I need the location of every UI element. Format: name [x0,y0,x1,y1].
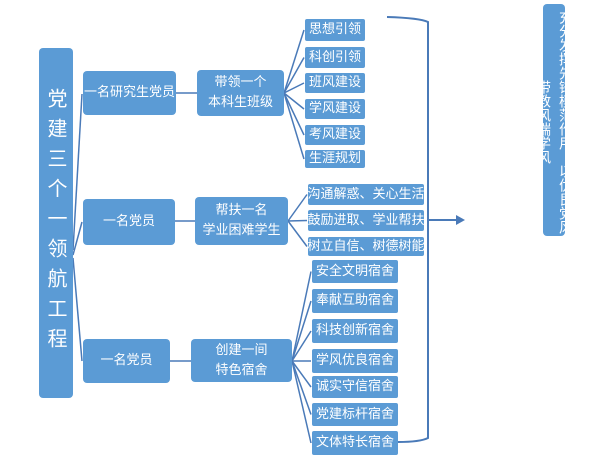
leaf-item: 鼓励进取、学业帮扶 [308,210,425,231]
leaf-item: 树立自信、树德树能 [308,237,425,256]
leaf-item: 文体特长宿舍 [312,431,398,455]
connector-line [291,360,312,415]
branch-member-2: 一名党员 [83,199,175,245]
connector-line [287,219,308,222]
connector-line [291,360,312,388]
leaf-item: 奉献互助宿舍 [312,289,398,313]
connector-line [291,330,312,362]
leaf-item: 学风优良宿舍 [312,349,398,373]
connector-line [283,92,305,136]
leaf-item: 思想引领 [305,19,365,41]
root-box: 党建三个一领航工程 [39,48,73,398]
leaf-item: 班风建设 [305,73,365,93]
branch-graduate-member: 一名研究生党员 [83,71,176,115]
leaf-item: 党建标杆宿舍 [312,403,398,426]
connector-line [287,220,308,247]
task-help-student: 帮扶一名 学业困难学生 [195,197,288,245]
leaf-item: 科创引领 [305,47,365,68]
task-line: 创建一间 [215,342,268,358]
connector-line [283,82,305,94]
task-line: 特色宿舍 [215,362,268,378]
connector-line [291,360,312,444]
connector-line [283,57,305,94]
leaf-item: 学风建设 [305,99,365,119]
leaf-item: 生涯规划 [305,150,365,168]
task-line: 带领一个 [214,75,267,90]
outcome-box: 充分发挥先锋模范作用，以优良党风带教风端学风 [535,4,573,236]
leaf-item: 考风建设 [305,125,365,145]
task-line: 帮扶一名 [215,203,268,218]
task-lead-class: 带领一个 本科生班级 [197,70,284,116]
task-line: 学业困难学生 [202,223,281,238]
connector-line [291,300,312,362]
leaf-item: 诚实守信宿舍 [312,376,398,398]
connector-line [283,29,305,94]
branch-member-3: 一名党员 [83,339,170,383]
leaf-item: 科技创新宿舍 [312,319,398,343]
connector-line [283,92,305,110]
leaf-item: 安全文明宿舍 [312,260,398,283]
task-dorm: 创建一间 特色宿舍 [191,339,292,382]
connector-line [287,194,308,222]
connector-line [283,92,305,160]
connector-line [291,271,312,362]
leaf-item: 沟通解惑、关心生活 [308,184,425,205]
task-line: 本科生班级 [207,95,273,110]
